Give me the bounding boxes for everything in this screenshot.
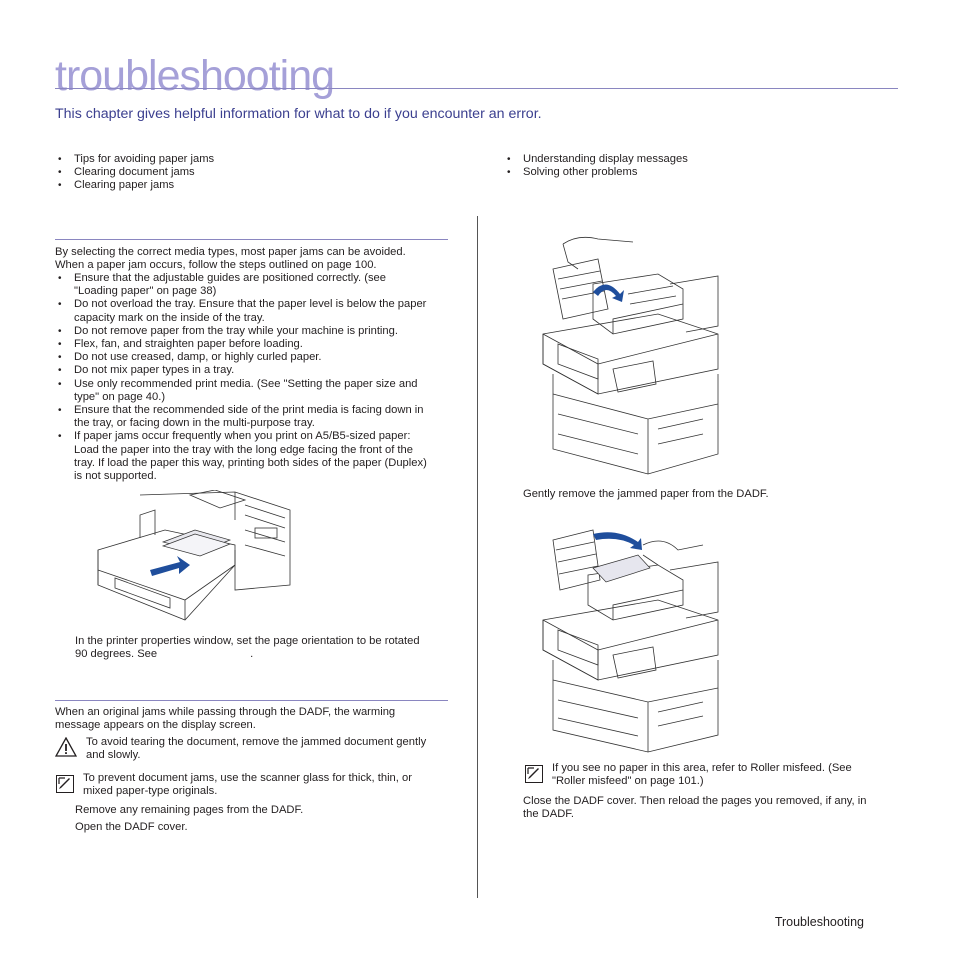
tips-item: Do not overload the tray. Ensure that th…: [55, 298, 455, 324]
arrow-icon: [593, 532, 642, 550]
tips-intro-line: When a paper jam occurs, follow the step…: [55, 259, 377, 272]
step-2: Open the DADF cover.: [75, 821, 188, 833]
tips-item: Use only recommended print media. (See "…: [55, 378, 455, 404]
step-3: Gently remove the jammed paper from the …: [523, 488, 769, 500]
tips-intro-line: By selecting the correct media types, mo…: [55, 246, 406, 258]
tips-item: Do not remove paper from the tray while …: [55, 325, 455, 338]
column-divider: [477, 216, 478, 898]
section-rule-docjam: [55, 700, 448, 701]
tips-item: Flex, fan, and straighten paper before l…: [55, 338, 455, 351]
page-title: troubleshooting: [55, 52, 335, 100]
tips-item: Ensure that the adjustable guides are po…: [55, 272, 455, 298]
arrow-icon: [593, 284, 624, 302]
toc-left: Tips for avoiding paper jams Clearing do…: [55, 153, 214, 193]
tips-list: Ensure that the adjustable guides are po…: [55, 272, 455, 483]
tips-after-figure: In the printer properties window, set th…: [75, 635, 420, 661]
tips-intro: By selecting the correct media types, mo…: [55, 246, 406, 272]
step-4: Close the DADF cover. Then reload the pa…: [523, 795, 867, 821]
note-icon: [525, 765, 543, 783]
footer-label: Troubleshooting: [774, 915, 864, 929]
open-dadf-illustration: [538, 234, 723, 479]
docjam-intro: When an original jams while passing thro…: [55, 706, 396, 732]
right-note-text: If you see no paper in this area, refer …: [552, 762, 852, 788]
toc-right: Understanding display messages Solving o…: [504, 153, 688, 180]
caution-text: To avoid tearing the document, remove th…: [86, 736, 427, 762]
tips-item: Ensure that the recommended side of the …: [55, 404, 455, 430]
tips-item: If paper jams occur frequently when you …: [55, 430, 455, 483]
tips-item: Do not use creased, damp, or highly curl…: [55, 351, 455, 364]
remove-paper-illustration: [538, 520, 723, 755]
toc-item-document-jams[interactable]: Clearing document jams: [55, 166, 214, 179]
chapter-intro: This chapter gives helpful information f…: [55, 106, 542, 122]
toc-item-tips[interactable]: Tips for avoiding paper jams: [55, 153, 214, 166]
tray-illustration: [95, 490, 295, 625]
caution-icon: [55, 737, 77, 757]
step-1: Remove any remaining pages from the DADF…: [75, 804, 304, 816]
toc-item-paper-jams[interactable]: Clearing paper jams: [55, 179, 214, 192]
toc-item-display-messages[interactable]: Understanding display messages: [504, 153, 688, 166]
toc-item-other-problems[interactable]: Solving other problems: [504, 166, 688, 179]
docjam-note-text: To prevent document jams, use the scanne…: [83, 772, 412, 798]
note-icon: [56, 775, 74, 793]
arrow-icon: [150, 556, 190, 576]
title-rule: [55, 88, 898, 89]
section-rule-tips: [55, 239, 448, 240]
tips-item: Do not mix paper types in a tray.: [55, 364, 455, 377]
